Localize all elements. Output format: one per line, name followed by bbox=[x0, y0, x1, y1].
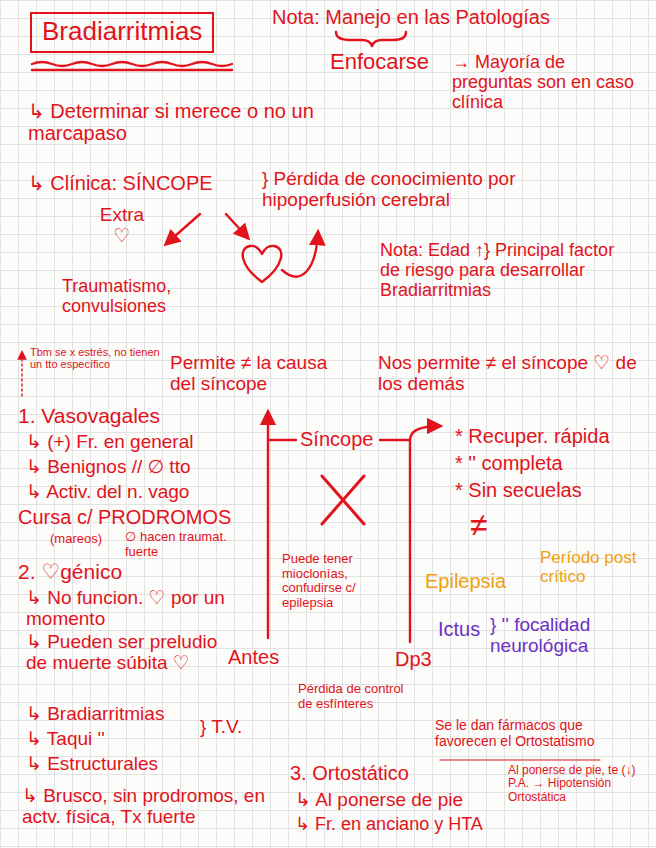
bullet-text: ↳ Brusco, sin prodromos, en actv. física… bbox=[22, 785, 280, 828]
term: Epilepsia bbox=[425, 570, 506, 592]
brace bbox=[336, 32, 406, 46]
term-note: } '' focalidad neurológica bbox=[490, 614, 645, 657]
small-note: ∅ hacen traumat. fuerte bbox=[125, 530, 260, 559]
note-text: Nos permite ≠ el síncope ♡ de los demás bbox=[378, 352, 638, 395]
bullet-text: ↳ No funcion. ♡ por un momento bbox=[26, 587, 246, 630]
section-heading: 2. ♡génico bbox=[18, 560, 122, 584]
definition-text: } Pérdida de conocimiento por hipoperfus… bbox=[262, 168, 532, 211]
bullet-text: ↳ Estructurales bbox=[26, 753, 158, 774]
bullet-text: * '' completa bbox=[455, 452, 563, 474]
bullet-text: ↳ Activ. del n. vago bbox=[26, 481, 189, 502]
dotted-arrow bbox=[21, 352, 22, 396]
branch-label: Dp3 bbox=[395, 648, 432, 670]
central-term: Síncope bbox=[300, 428, 373, 450]
arrow bbox=[282, 232, 318, 276]
branch-line bbox=[380, 439, 410, 441]
note-text: Enfocarse bbox=[330, 50, 429, 75]
arrow bbox=[226, 214, 248, 238]
bullet-text: ↳ Determinar si merece o no un marcapaso bbox=[28, 100, 328, 145]
note-text: Permite ≠ la causa del síncope bbox=[170, 352, 340, 395]
branch-arrow bbox=[410, 426, 440, 642]
small-note: (mareos) bbox=[50, 532, 102, 547]
section-heading: 1. Vasovagales bbox=[18, 404, 160, 428]
underline bbox=[440, 759, 600, 760]
small-note: Pérdida de control de esfínteres bbox=[298, 682, 408, 711]
branch-line bbox=[268, 439, 296, 441]
term: Ictus bbox=[438, 618, 480, 640]
note-heading: Nota: Manejo en las Patologías bbox=[272, 6, 550, 28]
term-note: Período post crítico bbox=[540, 548, 648, 586]
section-heading: 3. Ortostático bbox=[290, 762, 409, 784]
title-text: Bradiarritmias bbox=[30, 12, 214, 53]
title-underline bbox=[32, 62, 232, 66]
branch-label: Antes bbox=[228, 646, 279, 668]
small-note: Tbm se x estrés, no tienen un tto especí… bbox=[30, 346, 160, 371]
small-note: Al ponerse de pie, te (↓) P.A. → Hipoten… bbox=[508, 764, 648, 804]
bullet-text: * Sin secuelas bbox=[455, 479, 582, 501]
small-note: Puede tener mioclonías, confudirse c/ ep… bbox=[282, 552, 402, 610]
small-note: Se le dan fármacos que favorecen el Orto… bbox=[435, 718, 635, 749]
note-text: Cursa c/ PRODROMOS bbox=[18, 506, 231, 528]
heart-sketch bbox=[243, 246, 282, 282]
note-text: Nota: Edad ↑} Principal factor de riesgo… bbox=[380, 240, 635, 300]
symbol: ≠ bbox=[470, 508, 488, 544]
bullet-text: ↳ Clínica: SÍNCOPE bbox=[28, 172, 213, 194]
branch-arrow bbox=[267, 412, 269, 638]
bullet-text: * Recuper. rápida bbox=[455, 425, 610, 447]
note-text: Traumatismo, convulsiones bbox=[62, 276, 212, 316]
bullet-text: ↳ Taqui '' bbox=[26, 728, 105, 749]
bullet-text: ↳ Pueden ser preludio de muerte súbita ♡ bbox=[26, 631, 226, 674]
title-underline bbox=[32, 69, 232, 71]
bullet-text: ↳ Al ponerse de pie bbox=[295, 789, 463, 810]
arrow bbox=[166, 214, 200, 244]
bullet-text: ↳ Benignos // ∅ tto bbox=[26, 456, 191, 477]
bracket-note: } T.V. bbox=[200, 716, 242, 737]
bullet-text: ↳ (+) Fr. en general bbox=[26, 431, 193, 452]
cross-mark bbox=[322, 476, 364, 524]
note-text: Extra ♡ bbox=[92, 204, 152, 247]
note-text: → Mayoría de preguntas son en caso clíni… bbox=[452, 52, 642, 112]
bullet-text: ↳ Bradiarritmias bbox=[26, 703, 164, 724]
bullet-text: ↳ Fr. en anciano y HTA bbox=[295, 814, 483, 834]
